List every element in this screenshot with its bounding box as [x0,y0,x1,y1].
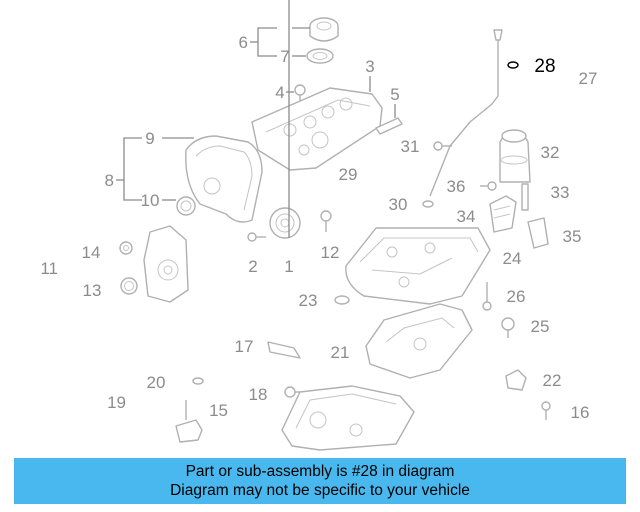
exploded-parts-diagram: 6 7 4 3 5 9 8 10 1 2 12 11 14 13 23 24 2… [40,0,598,451]
part-bolt-26 [482,282,492,311]
part-oil-filter-housing [499,129,531,183]
part-sensor-19 [175,400,203,443]
callout-1: 1 [284,257,293,276]
part-timing-cover [185,135,263,223]
part-sensor-22 [505,369,527,391]
part-rear-cover [143,225,189,303]
part-bolt-36 [480,181,497,191]
part-bolt-16 [541,401,551,420]
part-bracket-5 [375,117,403,135]
callout-27: 27 [579,69,598,88]
callout-14: 14 [82,243,101,262]
callout-33: 33 [551,183,570,202]
part-o-ring-20 [192,377,204,385]
callout-15: 15 [209,401,228,420]
part-pump-17 [267,341,301,359]
callout-26: 26 [507,287,526,306]
part-o-ring-28 [507,61,519,69]
part-cap-seal [306,48,334,64]
part-plug-14 [119,241,133,255]
part-crank-pulley [269,207,301,239]
callout-4: 4 [275,83,284,102]
part-dipstick-tube [429,29,503,197]
part-baffle-21 [365,303,473,379]
callout-21: 21 [331,343,350,362]
callout-13: 13 [83,281,102,300]
part-oil-cooler-34 [489,195,517,233]
callout-23: 23 [299,291,318,310]
callout-36: 36 [447,177,466,196]
part-upper-oil-pan [345,227,491,305]
part-cylinder-head-cover [251,87,383,171]
callout-11: 11 [40,259,58,278]
callout-8: 8 [105,171,114,190]
callout-31: 31 [401,137,420,156]
callout-19: 19 [107,393,126,412]
part-cover-bolt-4 [294,84,306,104]
callout-17: 17 [235,337,254,356]
callout-29: 29 [339,165,358,184]
callout-20: 20 [147,373,166,392]
leader-lines [116,0,396,238]
callout-5: 5 [390,85,399,104]
part-bolt-12 [320,210,332,232]
part-seal-10 [176,196,196,216]
part-seal-13 [120,277,138,295]
banner-line-disclaimer: Diagram may not be specific to your vehi… [170,482,470,499]
info-banner: Part or sub-assembly is #28 in diagram D… [14,458,626,504]
callout-7: 7 [280,47,289,66]
callout-9: 9 [145,129,154,148]
part-lower-oil-pan [281,385,415,451]
part-bolt-31 [433,141,452,151]
callout-6: 6 [239,33,248,52]
callout-25: 25 [531,317,550,336]
callout-12: 12 [321,243,340,262]
part-pulley-bolt [247,232,266,242]
callout-34: 34 [457,207,476,226]
part-bracket-35 [527,217,549,249]
callout-16: 16 [571,403,590,422]
banner-line-part: Part or sub-assembly is #28 in diagram [185,463,455,480]
part-oil-filler-cap [309,17,339,42]
callout-22: 22 [543,371,562,390]
part-gasket-23 [334,295,350,305]
part-sensor-33 [521,183,529,211]
part-bolt-25 [501,317,515,338]
callout-24: 24 [503,249,522,268]
callout-28-highlighted: 28 [534,56,555,77]
callout-18: 18 [249,385,268,404]
part-o-ring-30 [422,200,434,208]
callout-2: 2 [248,257,257,276]
callout-35: 35 [563,227,582,246]
callout-10: 10 [141,191,160,210]
callout-3: 3 [365,57,374,76]
callout-30: 30 [389,195,408,214]
callout-32: 32 [541,143,560,162]
